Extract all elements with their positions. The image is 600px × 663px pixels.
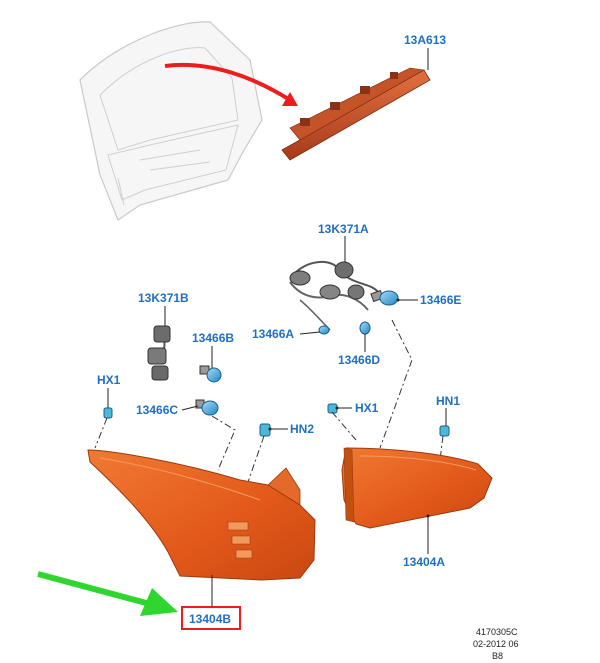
footer-ref-code: 4170305C xyxy=(476,627,518,637)
highlight-box-13404b xyxy=(181,606,241,630)
bulb-13466e xyxy=(370,289,399,306)
clip-hx1-left xyxy=(103,407,113,419)
callout-hx1-left: HX1 xyxy=(97,373,121,387)
footer-rev: B8 xyxy=(492,651,503,661)
red-arrow xyxy=(164,62,298,106)
clip-hn2 xyxy=(259,423,271,437)
high-mount-stop-lamp xyxy=(281,67,431,161)
bulb-13466c xyxy=(195,399,219,416)
callout-13a613: 13A613 xyxy=(404,33,446,47)
callout-13466e: 13466E xyxy=(420,293,461,307)
callout-hn2: HN2 xyxy=(290,422,314,436)
bulb-13466a xyxy=(318,325,330,335)
callout-hx1-right: HX1 xyxy=(355,401,379,415)
socket-harness-13k371a xyxy=(289,261,379,331)
callout-13k371b: 13K371B xyxy=(138,291,189,305)
callout-13466b: 13466B xyxy=(192,331,234,345)
green-arrow xyxy=(37,571,178,616)
callout-13466c: 13466C xyxy=(136,403,178,417)
callout-13404b: 13404B xyxy=(189,612,231,626)
clip-hn1 xyxy=(439,425,450,437)
bulb-13466d xyxy=(359,321,371,335)
socket-harness-13k371b xyxy=(147,325,171,381)
callout-hn1: HN1 xyxy=(436,394,460,408)
bulb-13466b xyxy=(199,365,222,383)
callout-13k371a: 13K371A xyxy=(318,222,369,236)
callout-13466d: 13466D xyxy=(338,353,380,367)
callout-13404a: 13404A xyxy=(403,555,445,569)
tailgate-illustration xyxy=(79,21,263,221)
tail-lamp-outer-13404b xyxy=(87,449,316,581)
footer-date: 02-2012 06 xyxy=(473,639,519,649)
callout-13466a: 13466A xyxy=(252,327,294,341)
tail-lamp-inner-13404a xyxy=(341,447,493,529)
